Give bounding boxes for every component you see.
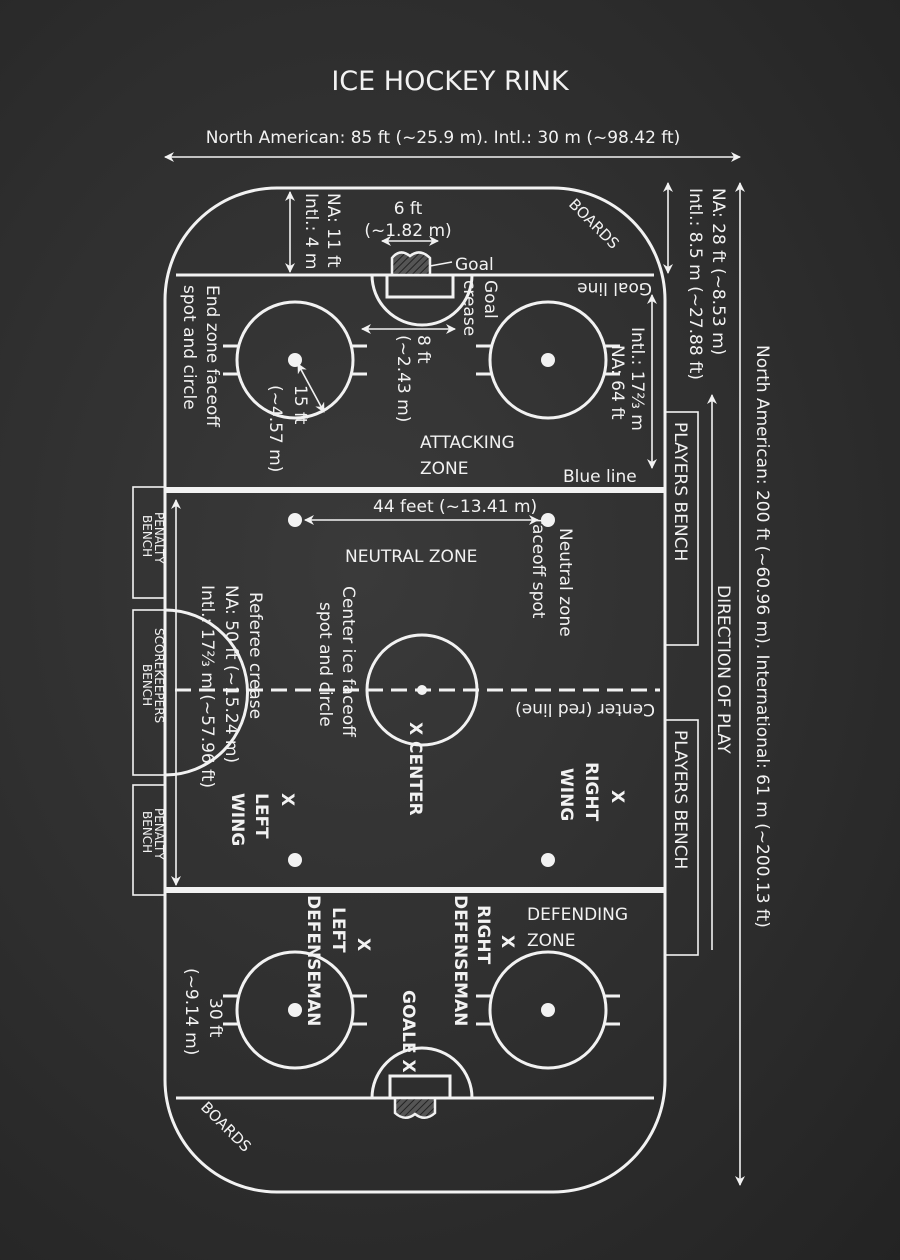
penalty-bench-top-l2: BENCH [140,515,154,557]
endzone-faceoff-spot [288,1003,302,1017]
bottom-goal-net [393,1096,437,1119]
goal-to-blue-intl: Intl.: 17⅔ m [627,327,647,431]
neutral-spot-label-2: faceoff spot [528,518,548,619]
left-wing-x: X [277,793,297,806]
left-def-l2: DEFENSEMAN [303,895,323,1026]
bottom-goal-crease [370,1046,474,1099]
neutral-faceoff-spot [288,853,302,867]
endzone-circle-label-2: spot and circle [179,285,199,410]
referee-crease [164,608,249,777]
center-line-label: Center (red line) [515,699,655,719]
center-position: X CENTER [405,722,425,816]
penalty-bench-bottom-l1: PENALTY [152,808,166,860]
length-label: North American: 200 ft (~60.96 m). Inter… [752,345,772,928]
attacking-zone-2: ZONE [420,459,469,479]
left-wing-l2: WING [227,793,247,846]
endzone-faceoff-circle [488,300,608,420]
players-bench-bottom [664,719,699,956]
top-goal-frame [385,273,455,299]
right-def-x: X [497,935,517,948]
goal-to-boards-na: NA: 11 ft [323,193,343,268]
end-distance-intl: Intl.: 8.5 m (~27.88 ft) [685,188,705,380]
neutral-spacing: 44 feet (~13.41 m) [373,497,537,517]
penalty-bench-top-l1: PENALTY [152,512,166,564]
endzone-faceoff-spot [541,1003,555,1017]
center-circle-label-2: spot and circle [315,602,335,727]
neutral-faceoff-spot [541,853,555,867]
scorekeepers-l2: BENCH [140,664,154,706]
left-def-x: X [353,938,373,951]
goal-width-m: (~1.82 m) [364,221,451,241]
scorekeepers-l1: SCOREKEEPERS [152,628,166,723]
title: ICE HOCKEY RINK [331,66,570,97]
attacking-zone-1: ATTACKING [420,433,515,453]
goal-label: Goal [455,255,494,275]
boards-label-bottom: BOARDS [197,1098,255,1156]
crease-width-ft: 8 ft [413,335,433,364]
neutral-faceoff-spot [288,513,302,527]
goalie-position: GOALE X [398,990,418,1073]
penalty-bench-bottom-l2: BENCH [140,811,154,853]
endzone-faceoff-circle [488,950,608,1070]
goal-width-ft: 6 ft [394,199,423,219]
goal-to-blue-na: NA: 64 ft [607,345,627,420]
direction-of-play-label: DIRECTION OF PLAY [713,585,733,754]
neutral-spot-label-1: Neutral zone [555,528,575,637]
circle-radius-arrow [297,363,325,413]
bottom-goal-frame [388,1074,452,1100]
neutral-faceoff-spot [541,513,555,527]
penalty-bench-top [132,486,166,599]
defending-zone-1: DEFENDING [527,905,628,925]
end-distance-na: NA: 28 ft (~8.53 m) [708,188,728,355]
boards-label-top: BOARDS [565,195,623,253]
right-wing-x: X [607,790,627,803]
endzone-circle-label-1: End zone faceoff [202,285,222,428]
players-bench-top-label: PLAYERS BENCH [670,422,690,561]
crease-label-2: crease [459,280,479,336]
endzone-faceoff-circle [235,950,355,1070]
zone-length-intl: Intl.: 17⅔ m (~57.96 ft) [197,585,217,788]
top-goal-net [390,251,432,277]
players-bench-bottom-label: PLAYERS BENCH [670,730,690,869]
right-def-l2: DEFENSEMAN [450,895,470,1026]
goal-to-boards-intl: Intl.: 4 m [301,193,321,270]
right-wing-l1: RIGHT [581,762,601,822]
goal-line-label: Goal line [577,278,652,298]
center-faceoff-spot [417,685,427,695]
circle-radius-m: (~4.57 m) [265,385,285,472]
neutral-zone-label: NEUTRAL ZONE [345,547,477,567]
rink-boards [163,186,667,1194]
circle-spacing-ft: 30 ft [205,998,225,1038]
circle-radius-ft: 15 ft [290,385,310,425]
endzone-faceoff-spot [541,353,555,367]
width-label: North American: 85 ft (~25.9 m). Intl.: … [206,128,681,148]
penalty-bench-bottom [132,784,166,896]
right-def-l1: RIGHT [473,905,493,965]
scorekeepers-bench [132,609,166,776]
crease-label-1: Goal [480,280,500,319]
center-faceoff-circle [365,633,479,747]
zone-length-na: NA: 50 ft (~15.24 m) [221,585,241,763]
left-def-l1: LEFT [328,907,348,953]
circle-spacing-m: (~9.14 m) [181,968,201,1055]
players-bench-top [664,411,699,646]
crease-width-m: (~2.43 m) [393,335,413,422]
endzone-faceoff-spot [288,353,302,367]
referee-crease-label: Referee crease [245,592,265,719]
center-circle-label-1: Center ice faceoff [338,586,358,738]
defending-zone-2: ZONE [527,931,576,951]
endzone-faceoff-circle [235,300,355,420]
right-wing-l2: WING [556,768,576,821]
left-wing-l1: LEFT [251,793,271,839]
blue-line-label: Blue line [563,467,637,487]
goal-pointer [429,261,453,267]
